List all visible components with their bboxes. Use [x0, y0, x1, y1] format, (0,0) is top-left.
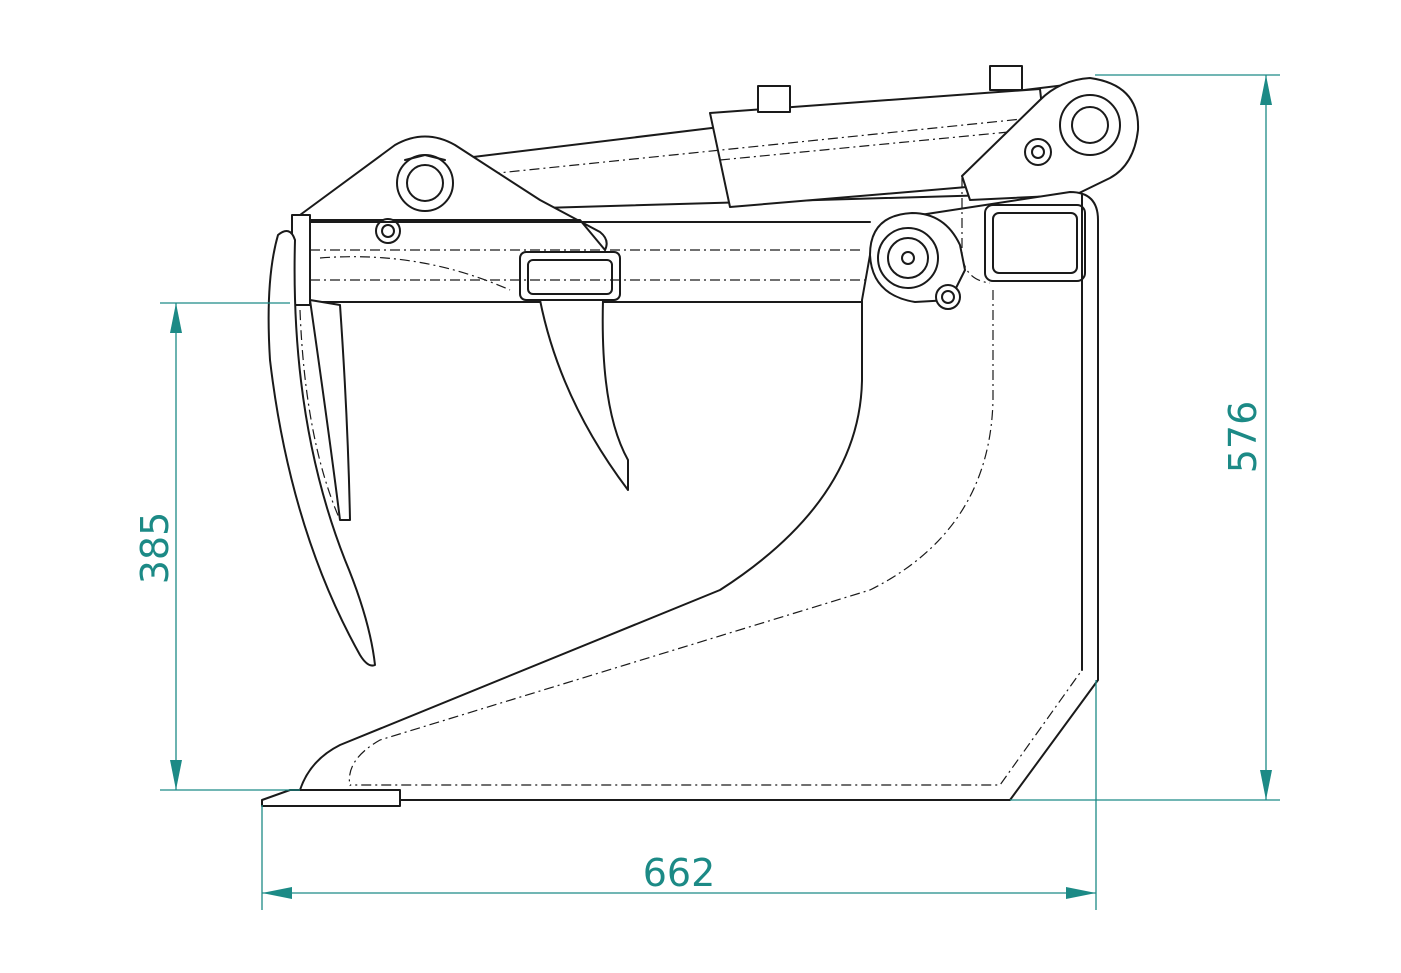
- hydraulic-port-right: [989, 65, 1023, 91]
- arrow-576-top: [1260, 75, 1272, 105]
- arrow-385-top: [170, 303, 182, 333]
- pivot-pin-inner: [406, 164, 444, 202]
- bolt-lower-center: [941, 290, 955, 304]
- bolt-left-center: [381, 224, 395, 238]
- arrow-662-right: [1066, 887, 1096, 899]
- lower-pivot: [869, 212, 966, 310]
- tine-left-inner: [309, 299, 351, 521]
- tine-middle: [539, 299, 629, 491]
- pivot-pin-right-inner: [1071, 106, 1109, 144]
- dimension-label-576: 576: [1221, 401, 1265, 474]
- bucket-body: [299, 178, 1099, 801]
- cutting-edge-tip: [261, 789, 401, 807]
- bolt-right-center: [1031, 145, 1045, 159]
- hydraulic-port-left: [757, 85, 791, 113]
- tube-section-left-inner: [527, 259, 613, 295]
- arrow-385-bottom: [170, 760, 182, 790]
- hinge-pin-center: [901, 251, 915, 265]
- left-pivot-bracket: [299, 135, 608, 251]
- right-pivot-bracket: [961, 77, 1140, 201]
- dimension-label-385: 385: [133, 512, 177, 585]
- dimension-lines: [160, 74, 1280, 910]
- tine-left: [267, 230, 376, 667]
- tube-section-right-inner: [992, 212, 1078, 274]
- dimension-label-662: 662: [643, 851, 716, 895]
- arrow-576-bottom: [1260, 770, 1272, 800]
- arrow-662-left: [262, 887, 292, 899]
- tube-section-right: [984, 204, 1086, 282]
- grapple-tines: [267, 230, 629, 667]
